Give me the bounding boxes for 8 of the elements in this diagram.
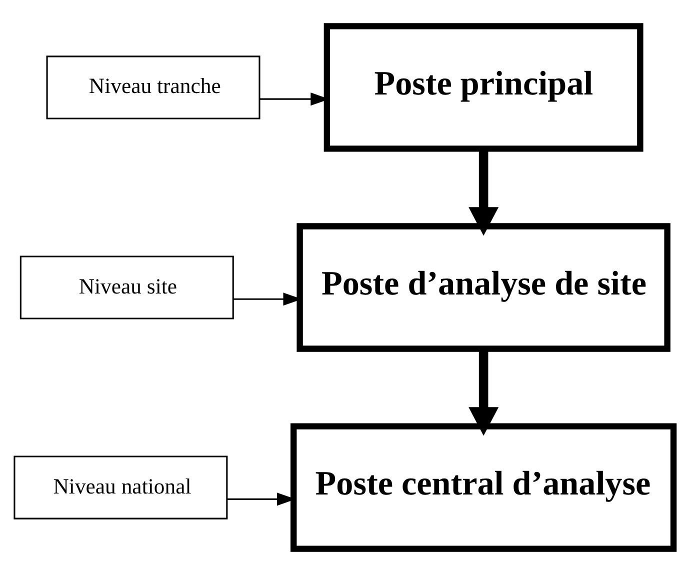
node-box: Niveau site	[20, 255, 234, 319]
arrow	[468, 148, 499, 236]
node-box: Niveau tranche	[46, 55, 260, 119]
arrow	[468, 348, 499, 436]
node-box: Poste central d’analyse	[290, 422, 677, 552]
node-box: Poste principal	[324, 22, 644, 152]
node-box: Poste d’analyse de site	[296, 222, 670, 352]
node-box: Niveau national	[14, 455, 228, 519]
